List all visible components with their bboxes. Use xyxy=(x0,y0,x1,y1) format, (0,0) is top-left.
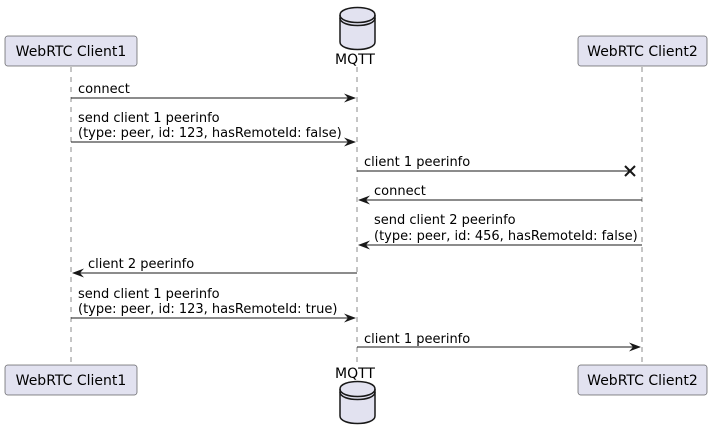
message-4-label: connect xyxy=(374,184,426,199)
arrow-left-icon xyxy=(72,268,84,278)
arrow-right-icon xyxy=(344,137,356,147)
arrow-right-icon xyxy=(629,342,641,352)
participant-mqtt-label-bottom: MQTT xyxy=(335,366,375,382)
svg-text:send client 1 peerinfo (: send client 1 peerinfo (type: peer, id: … xyxy=(78,111,342,141)
message-1: connect xyxy=(71,82,356,103)
message-6-label: client 2 peerinfo xyxy=(88,257,194,272)
participant-mqtt-label: MQTT xyxy=(335,52,375,68)
message-7: send client 1 peerinfo (type: peer, id: … xyxy=(71,287,356,323)
arrow-right-icon xyxy=(344,313,356,323)
svg-text:send client 2 peerinfo (: send client 2 peerinfo (type: peer, id: … xyxy=(374,213,638,244)
svg-text:client 1 peerinfo: client 1 peerinfo xyxy=(364,155,470,170)
message-8: client 1 peerinfo xyxy=(357,332,641,352)
database-icon xyxy=(339,380,376,425)
participant-client1-bottom: WebRTC Client1 xyxy=(4,364,138,396)
svg-text:client 2 peerinfo: client 2 peerinfo xyxy=(88,257,194,272)
message-2-line1: send client 1 peerinfo xyxy=(78,111,220,126)
message-5-line1: send client 2 peerinfo xyxy=(374,213,516,228)
participant-client2-label: WebRTC Client2 xyxy=(587,44,698,60)
database-icon xyxy=(339,6,376,51)
participant-client2-bottom: WebRTC Client2 xyxy=(577,364,708,396)
svg-text:connect: connect xyxy=(78,82,130,97)
arrow-left-icon xyxy=(358,195,370,205)
message-2-line2: (type: peer, id: 123, hasRemoteId: false… xyxy=(78,126,342,141)
message-7-line1: send client 1 peerinfo xyxy=(78,287,220,302)
participant-mqtt-top: MQTT xyxy=(335,6,376,68)
participant-mqtt-bottom: MQTT xyxy=(335,366,376,425)
message-6: client 2 peerinfo xyxy=(72,257,357,278)
svg-text:send client 1 peerinfo (: send client 1 peerinfo (type: peer, id: … xyxy=(78,287,337,317)
svg-text:client 1 peerinfo: client 1 peerinfo xyxy=(364,332,470,347)
message-5: send client 2 peerinfo (type: peer, id: … xyxy=(358,213,642,250)
arrow-left-icon xyxy=(358,240,370,250)
message-2: send client 1 peerinfo (type: peer, id: … xyxy=(71,111,356,147)
message-3: client 1 peerinfo xyxy=(357,155,636,177)
message-8-label: client 1 peerinfo xyxy=(364,332,470,347)
participant-client1-top: WebRTC Client1 xyxy=(4,35,138,67)
participant-client1-label-bottom: WebRTC Client1 xyxy=(16,373,127,389)
message-5-line2: (type: peer, id: 456, hasRemoteId: false… xyxy=(374,229,638,244)
message-3-label: client 1 peerinfo xyxy=(364,155,470,170)
participant-client1-label: WebRTC Client1 xyxy=(16,44,127,60)
message-4: connect xyxy=(358,184,642,205)
participant-client2-top: WebRTC Client2 xyxy=(577,35,708,67)
lost-message-cross-icon xyxy=(624,165,636,177)
message-7-line2: (type: peer, id: 123, hasRemoteId: true) xyxy=(78,302,337,317)
svg-text:connect: connect xyxy=(374,184,426,199)
message-1-label: connect xyxy=(78,82,130,97)
arrow-right-icon xyxy=(344,93,356,103)
participant-client2-label-bottom: WebRTC Client2 xyxy=(587,373,698,389)
